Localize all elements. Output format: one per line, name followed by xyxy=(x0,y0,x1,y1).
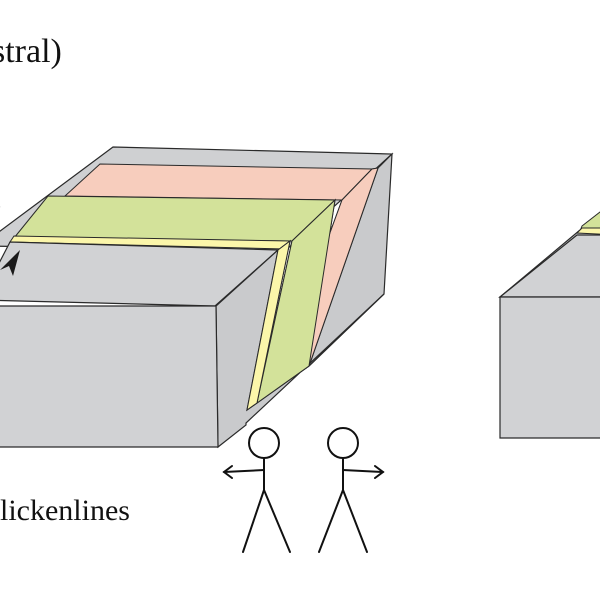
observer-right-stick-figure-icon xyxy=(318,427,385,553)
pink-layer-top xyxy=(63,163,374,201)
right-block-front-face xyxy=(499,296,600,439)
edge-label-fragment: ' xyxy=(0,200,1,233)
left-block-front-face xyxy=(0,305,219,448)
right-block-top-lower xyxy=(498,234,600,298)
green-layer-top xyxy=(12,195,337,242)
slickenlines-caption: lickenlines xyxy=(0,494,130,527)
right-fault-block xyxy=(498,211,600,439)
right-block-yellow-layer xyxy=(575,227,600,235)
green-layer-side-overlay xyxy=(256,198,336,405)
heading-fragment: stral) xyxy=(0,33,62,70)
left-fault-block xyxy=(0,146,394,449)
yellow-layer-side-overlay xyxy=(246,239,291,412)
slip-arrow-icon xyxy=(0,250,20,276)
observer-left-stick-figure-icon xyxy=(222,427,291,553)
